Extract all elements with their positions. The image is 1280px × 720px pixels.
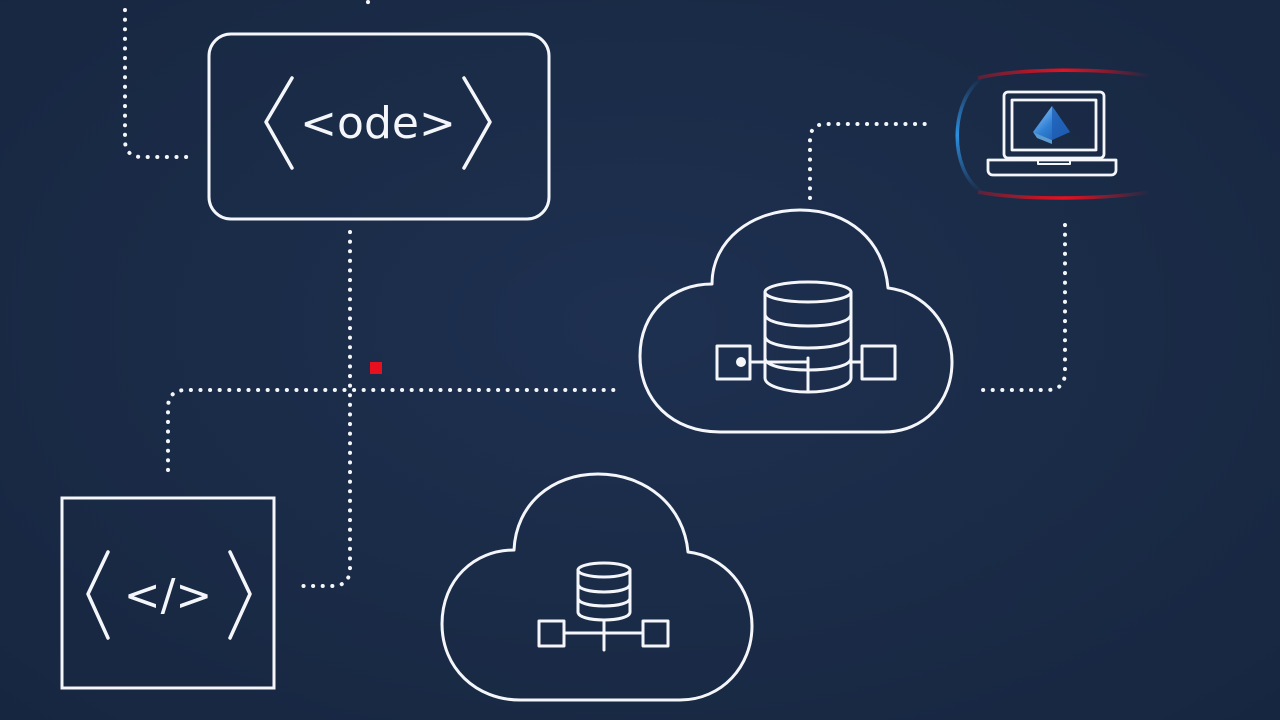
laptop-node[interactable]: [955, 68, 1151, 200]
connector-code-down: [300, 230, 352, 588]
code-box-frame: [207, 32, 551, 221]
cloud-outline-lower: [440, 472, 754, 702]
database-icon-main: [715, 280, 897, 394]
database-icon-lower: [537, 561, 670, 652]
cloud-outline-main: [638, 208, 954, 434]
connector-horizontal: [166, 388, 622, 472]
code-label: <ode>: [300, 98, 456, 149]
code-right-chevron: [462, 76, 492, 170]
red-marker: [370, 362, 382, 374]
code-left-chevron: [264, 76, 294, 170]
red-glow-bottom: [977, 190, 1151, 200]
tag-box[interactable]: </>: [60, 496, 276, 690]
cloud-database-lower[interactable]: [440, 472, 754, 702]
app-logo: [1033, 106, 1070, 144]
connector-cloud-to-laptop: [808, 122, 930, 200]
connector-laptop-down: [974, 223, 1067, 392]
tag-label: </>: [124, 570, 213, 621]
red-glow-top: [977, 68, 1151, 80]
tag-box-frame: [60, 496, 276, 690]
code-box[interactable]: <ode>: [207, 32, 551, 221]
connector-top-left: [123, 8, 190, 159]
cloud-database-main[interactable]: [638, 208, 954, 434]
tag-right-chevron: [228, 550, 252, 640]
tag-left-chevron: [86, 550, 110, 640]
blue-glow-arc: [955, 76, 984, 194]
dotted-connectors: [123, 0, 1067, 588]
laptop-icon: [986, 90, 1118, 177]
